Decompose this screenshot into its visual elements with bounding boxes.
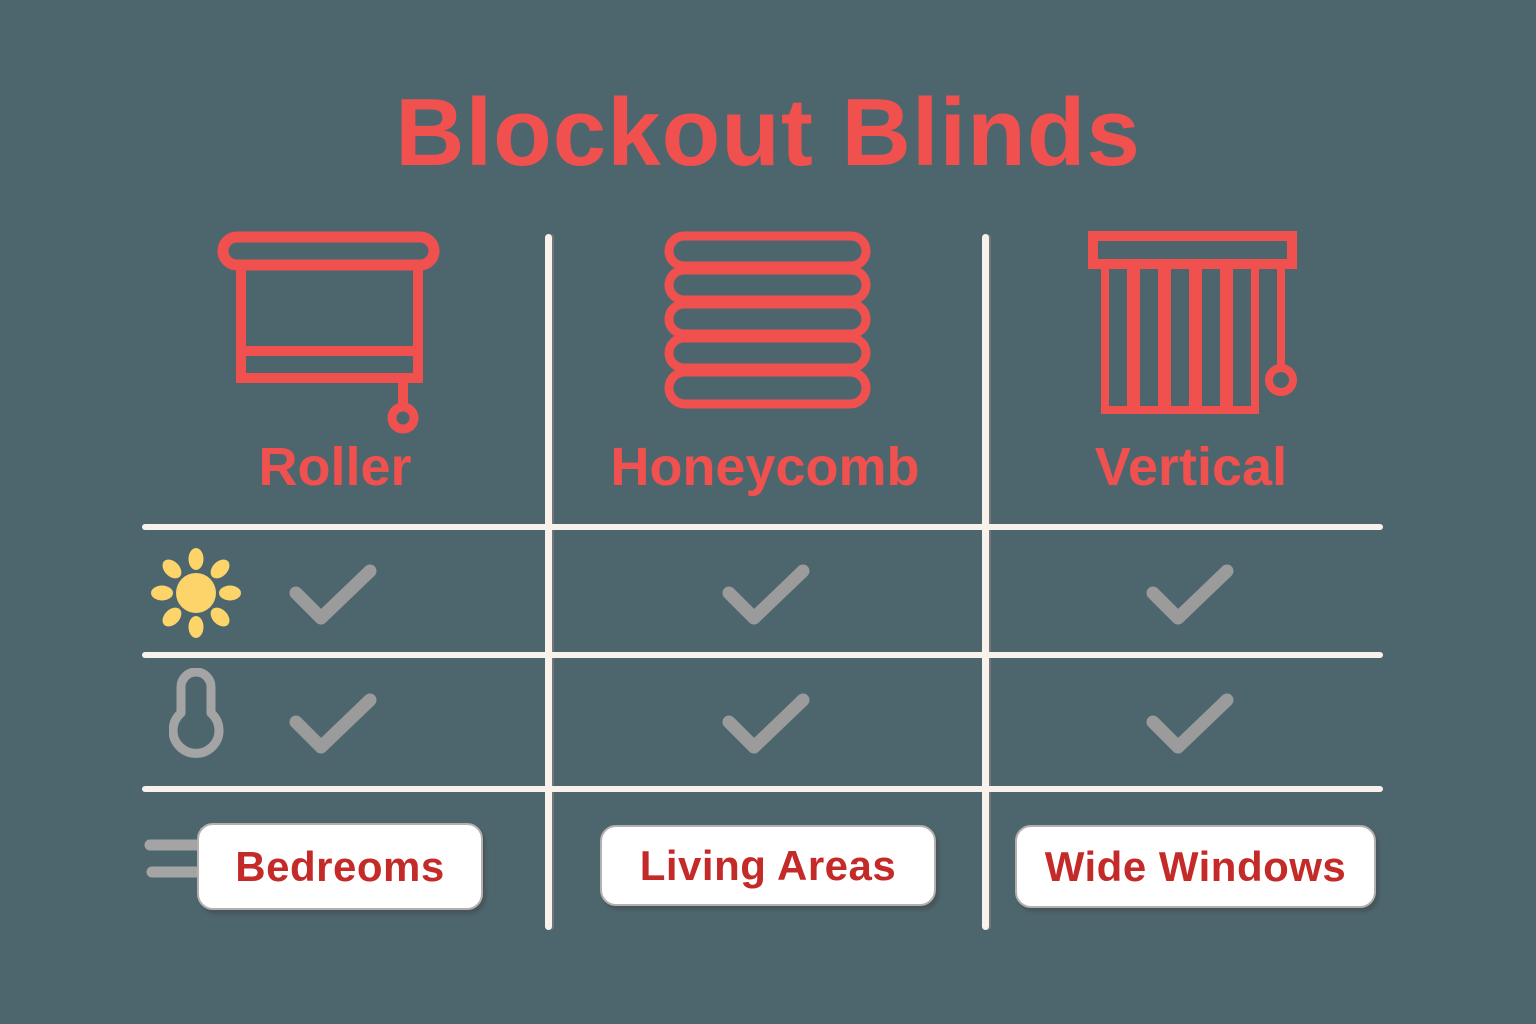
sun-icon — [151, 548, 241, 638]
column-divider-2 — [982, 234, 989, 930]
checkmark-icon — [1146, 693, 1234, 754]
best-for-badge-honeycomb: Living Areas — [600, 825, 936, 906]
checkmark-icon — [289, 564, 377, 625]
checkmark-icon — [722, 693, 810, 754]
best-for-label: Living Areas — [639, 841, 897, 889]
vertical-blind-icon — [1088, 231, 1297, 414]
best-for-badge-vertical: Wide Windows — [1015, 825, 1376, 908]
best-for-label: Bedreoms — [235, 842, 445, 890]
column-label-vertical: Vertical — [1094, 437, 1288, 497]
column-divider-1 — [545, 234, 552, 930]
page-title: Blockout Blinds — [395, 79, 1141, 186]
column-label-roller: Roller — [258, 437, 412, 497]
row-divider-3 — [142, 786, 1383, 792]
checkmark-icon — [1146, 564, 1234, 625]
checkmark-icon — [289, 693, 377, 754]
column-label-honeycomb: Honeycomb — [610, 437, 920, 497]
row-divider-2 — [142, 652, 1383, 658]
thermometer-icon — [169, 668, 224, 758]
row-divider-1 — [142, 524, 1383, 530]
honeycomb-blind-icon — [664, 231, 871, 409]
checkmark-icon — [722, 564, 810, 625]
best-for-badge-roller: Bedreoms — [197, 823, 483, 910]
roller-blind-icon — [217, 231, 440, 434]
best-for-label: Wide Windows — [1044, 842, 1347, 890]
